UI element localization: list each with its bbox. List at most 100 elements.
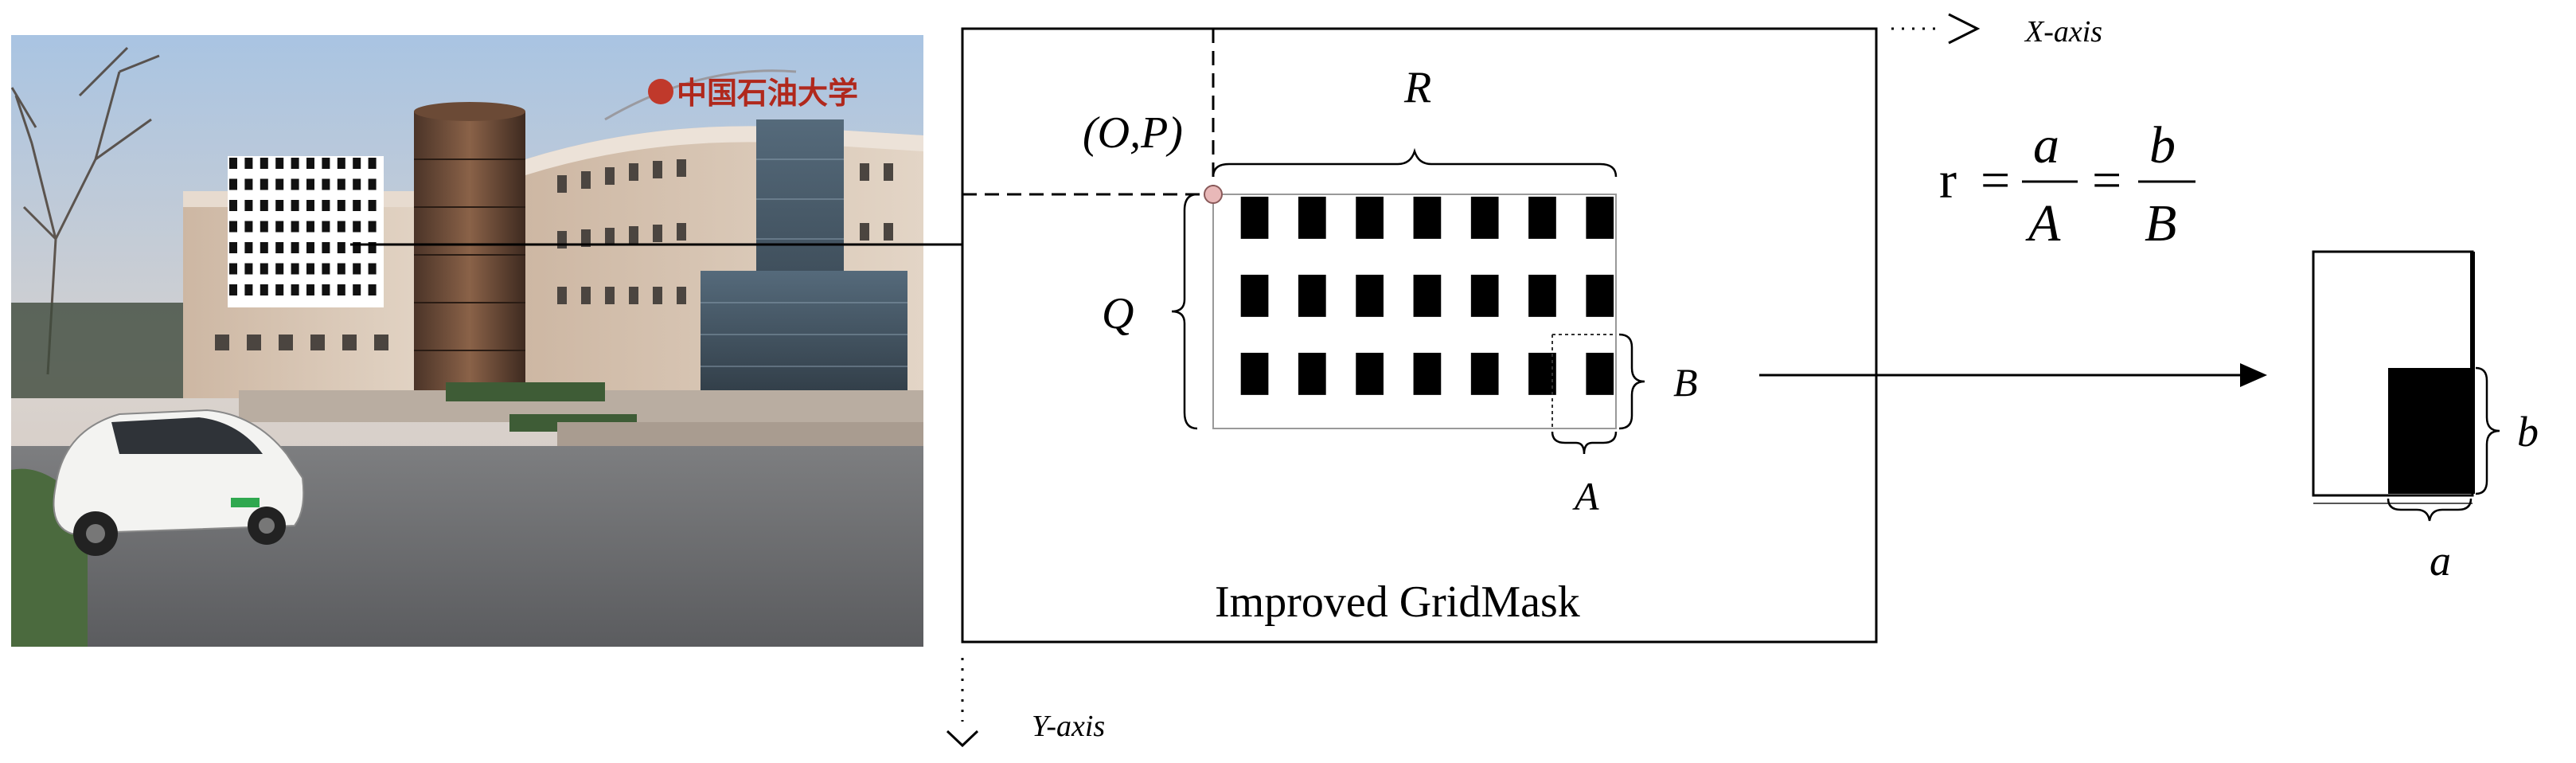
formula-A: A xyxy=(2025,194,2061,252)
photo-mask-square xyxy=(353,284,361,295)
photo-mask-square xyxy=(291,263,299,275)
photo-mask-square xyxy=(337,158,345,169)
photo-mask-square xyxy=(291,284,299,295)
brace-A xyxy=(1551,431,1618,455)
mask-square xyxy=(1240,274,1269,317)
Q-label: Q xyxy=(1102,289,1134,338)
photo-mask-square xyxy=(275,221,284,233)
formula-r: r xyxy=(1939,151,1957,209)
photo-mask-square xyxy=(229,221,237,233)
photo-mask-square xyxy=(306,158,314,169)
mask-grid xyxy=(1240,196,1614,395)
photo-mask-square xyxy=(260,263,268,275)
photo-mask-square xyxy=(368,158,377,169)
x-axis-arrow-icon xyxy=(1948,13,1981,45)
photo-mask-square xyxy=(260,158,268,169)
unit-cell-outline xyxy=(1551,334,1616,428)
mask-square xyxy=(1470,352,1499,395)
mask-square xyxy=(1586,274,1614,317)
photo-mask-square xyxy=(275,263,284,275)
mask-square xyxy=(1356,352,1384,395)
x-axis-label: X-axis xyxy=(2024,15,2102,49)
formula-a: a xyxy=(2033,116,2059,174)
photo-mask-square xyxy=(322,263,330,275)
photo-mask-square xyxy=(322,221,330,233)
photo-mask-square xyxy=(306,263,314,275)
photo-mask-square xyxy=(260,221,268,233)
mask-square xyxy=(1470,196,1499,239)
mask-square xyxy=(1470,274,1499,317)
B-label: B xyxy=(1673,360,1698,405)
photo-mask-square xyxy=(291,242,299,253)
photo-mask-square xyxy=(229,178,237,190)
photo-mask-square xyxy=(368,284,377,295)
photo-mask-square xyxy=(368,200,377,211)
A-label: A xyxy=(1572,474,1599,518)
photo-mask-square xyxy=(275,200,284,211)
photo-mask-square xyxy=(260,284,268,295)
photo-mask-square xyxy=(322,158,330,169)
photo-mask-square xyxy=(353,242,361,253)
photo-mask-square xyxy=(244,284,253,295)
photo-mask-square xyxy=(337,284,345,295)
photo-mask-square xyxy=(353,221,361,233)
brace-R xyxy=(1212,147,1618,178)
photo-mask-patch xyxy=(228,156,384,307)
mask-square xyxy=(1356,274,1384,317)
unit-cell-mask-square xyxy=(2388,368,2471,494)
photo-mask-square xyxy=(306,178,314,190)
formula-eq1: = xyxy=(1981,151,2010,209)
mask-square xyxy=(1586,352,1614,395)
photo-mask-square xyxy=(275,284,284,295)
brace-Q xyxy=(1171,193,1198,430)
photo-mask-square xyxy=(275,178,284,190)
brace-B xyxy=(1618,333,1645,430)
brace-b xyxy=(2475,366,2500,495)
photo-mask-square xyxy=(244,158,253,169)
photo-mask-square xyxy=(229,200,237,211)
mask-square xyxy=(1413,274,1442,317)
photo-mask-square xyxy=(322,178,330,190)
R-label: R xyxy=(1403,63,1431,112)
photo-mask-square xyxy=(337,242,345,253)
photo-mask-square xyxy=(244,221,253,233)
mask-square xyxy=(1240,352,1269,395)
photo-mask-square xyxy=(260,178,268,190)
mask-square xyxy=(1298,274,1326,317)
photo-mask-square xyxy=(260,200,268,211)
mask-square xyxy=(1528,274,1556,317)
photo-mask-square xyxy=(291,178,299,190)
photo-mask-square xyxy=(306,221,314,233)
photo-mask-square xyxy=(244,200,253,211)
formula-b: b xyxy=(2149,116,2176,174)
mask-square xyxy=(1298,196,1326,239)
photo-mask-square xyxy=(322,200,330,211)
photo-mask-square xyxy=(337,263,345,275)
photo-mask-square xyxy=(275,242,284,253)
unit-cell-zoom: b a xyxy=(2312,250,2539,585)
photo-mask-square xyxy=(337,200,345,211)
caption: Improved GridMask xyxy=(1215,577,1580,627)
mask-square xyxy=(1528,196,1556,239)
photo-mask-square xyxy=(291,200,299,211)
mask-square xyxy=(1413,352,1442,395)
brace-a xyxy=(2387,498,2473,522)
photo-mask-square xyxy=(244,178,253,190)
photo-mask-square xyxy=(306,200,314,211)
sign-text: 中国石油大学 xyxy=(677,76,858,111)
photo-mask-square xyxy=(337,178,345,190)
photo-mask-square xyxy=(322,242,330,253)
b-label: b xyxy=(2517,408,2539,456)
photo-mask-square xyxy=(291,158,299,169)
photo-mask-square xyxy=(275,158,284,169)
photo-mask-square xyxy=(353,158,361,169)
photo-mask-square xyxy=(244,242,253,253)
car xyxy=(53,409,305,556)
y-axis-label: Y-axis xyxy=(1032,710,1105,743)
photo-mask-square xyxy=(368,178,377,190)
formula-eq2: = xyxy=(2092,151,2121,209)
photo-mask-square xyxy=(337,221,345,233)
photo-mask-square xyxy=(229,242,237,253)
origin-point xyxy=(1204,185,1223,204)
